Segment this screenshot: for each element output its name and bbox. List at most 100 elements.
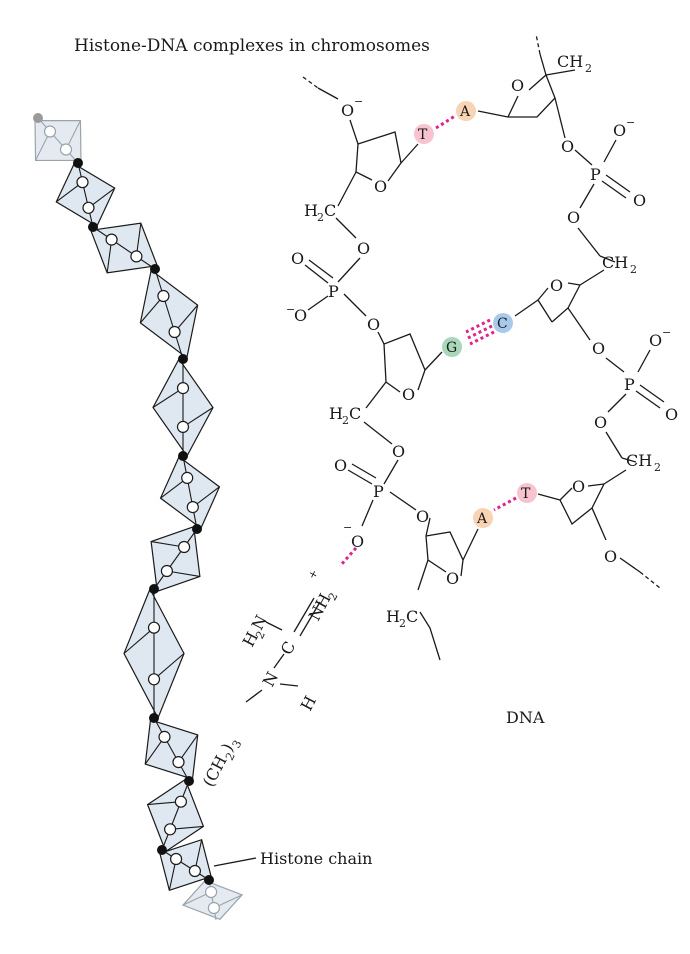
atom-sub: 2 (630, 263, 637, 276)
atom-charge: − (286, 303, 295, 316)
histone-unit-icon (159, 455, 221, 530)
histone-unit-icon (144, 717, 199, 782)
atom-h: H (304, 201, 318, 220)
atom-n: N (248, 612, 271, 633)
linker-node-icon (184, 776, 194, 786)
histone-subunit (105, 233, 118, 246)
linker-node-icon (178, 354, 188, 364)
histone-subunit (178, 540, 191, 554)
atom-o: O (613, 121, 626, 140)
atom-c: CH (602, 253, 628, 272)
atom-c: C (277, 638, 300, 658)
atom-o: O (351, 532, 364, 551)
histone-unit-axis (153, 717, 190, 782)
atom-o: O (567, 208, 580, 227)
histone-unit-axis (92, 226, 156, 270)
histone-unit-icon (139, 268, 199, 360)
atom-sub: 2 (342, 414, 349, 427)
atom-p: P (328, 282, 339, 301)
linker-node-icon (150, 264, 160, 274)
atom-sub: 2 (654, 461, 661, 474)
dna-backbone: O − O T A O CH 2 O P O − O (286, 33, 678, 661)
histone-unit-axis (182, 455, 198, 530)
histone-unit-icon (89, 222, 159, 274)
atom-c: C (324, 201, 336, 220)
linker-node-icon (157, 845, 167, 855)
histone-unit-axis (154, 268, 184, 360)
histone-subunit (176, 420, 190, 433)
histone-subunit (158, 730, 171, 744)
base-label: A (476, 511, 488, 527)
histone-subunit (207, 901, 220, 915)
histone-unit-icon (181, 879, 244, 921)
atom-n: N (259, 669, 282, 690)
atom-p: P (590, 165, 601, 184)
atom-p: P (373, 482, 384, 501)
histone-subunit (181, 471, 194, 484)
base-thymine-1 (414, 124, 434, 144)
atom-o: O (291, 249, 304, 268)
atom-o: O (511, 76, 524, 95)
base-adenine-2 (473, 508, 493, 528)
base-label: G (446, 340, 457, 356)
histone-subunit (176, 382, 190, 395)
atom-o: O (341, 101, 354, 120)
linker-node-icon (192, 524, 202, 534)
histone-unit-icon (150, 525, 201, 593)
histone-subunit (160, 564, 173, 578)
atom-o: O (561, 137, 574, 156)
linker-node-icon (73, 158, 83, 168)
histone-unit-strut (153, 653, 185, 680)
atom-o: O (446, 569, 459, 588)
atom-sub: 2 (317, 211, 324, 224)
histone-subunit (174, 795, 187, 808)
base-label: T (521, 486, 531, 502)
atom-o: O (294, 306, 307, 325)
linker-node-icon (204, 875, 214, 885)
histone-subunit (82, 201, 95, 214)
atom-o: O (392, 442, 405, 461)
histone-unit-strut (123, 627, 155, 654)
histone-unit-axis (161, 849, 210, 881)
atom-o: O (374, 177, 387, 196)
base-label: A (459, 104, 471, 120)
histone-chain (33, 113, 244, 921)
atom-o: O (334, 456, 347, 475)
base-adenine-1 (456, 101, 476, 121)
linker-node-icon (149, 584, 159, 594)
atom-o: O (357, 239, 370, 258)
histone-subunit (59, 143, 73, 156)
histone-unit-icon (34, 117, 82, 164)
atom-h: H (297, 693, 320, 714)
base-label: C (497, 316, 508, 332)
histone-subunit (186, 501, 199, 514)
atom-charge: − (343, 521, 352, 534)
atom-p: P (624, 375, 635, 394)
histone-chain-label: Histone chain (260, 849, 372, 868)
atom-h: H (329, 404, 343, 423)
base-thymine-2 (517, 483, 537, 503)
histone-unit-axis (37, 117, 79, 164)
histone-subunit (170, 852, 183, 866)
histone-unit-axis (161, 780, 190, 851)
linker-node-icon (178, 451, 188, 461)
histone-subunit (205, 885, 218, 899)
atom-o: O (633, 191, 646, 210)
atom-h: H (386, 607, 400, 626)
base-guanine-1 (442, 337, 462, 357)
atom-o: O (550, 276, 563, 295)
histone-subunit (164, 823, 177, 836)
histone-unit-icon (152, 357, 214, 458)
histone-subunit (168, 325, 181, 339)
atom-charge: − (626, 116, 635, 129)
atom-o: O (604, 547, 617, 566)
atom-charge: − (662, 326, 671, 339)
histone-subunit (147, 673, 161, 686)
atom-o: O (402, 385, 415, 404)
atom-c: C (406, 607, 418, 626)
histone-subunit (157, 289, 170, 303)
histone-subunit (76, 176, 89, 189)
histone-subunit (43, 125, 57, 138)
histone-subunit (188, 864, 201, 878)
